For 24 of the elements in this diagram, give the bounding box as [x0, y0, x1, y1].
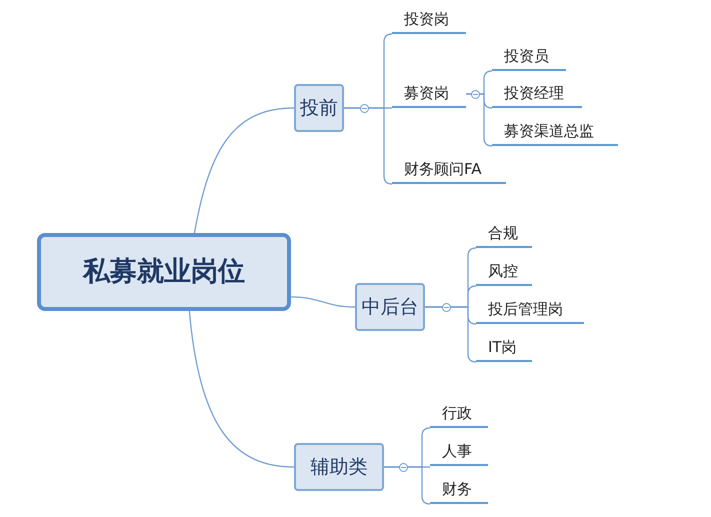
connector-line: [344, 107, 393, 185]
topic-box: 投前: [294, 84, 344, 132]
subtopic-label: 募资渠道总监: [492, 118, 618, 146]
connector-line: [188, 310, 294, 468]
subtopic-label: 投后管理岗: [476, 296, 584, 324]
connector-line: [194, 107, 294, 234]
subtopic-label: 合规: [476, 220, 532, 248]
subtopic-label: 风控: [476, 258, 532, 286]
subtopic-label: 财务顾问FA: [392, 156, 506, 184]
subtopic-label: 募资岗: [392, 80, 466, 108]
subtopic-label: 投资员: [492, 43, 566, 71]
connector-line: [290, 296, 356, 308]
subtopic-label: IT岗: [476, 334, 532, 362]
topic-box: 中后台: [355, 283, 425, 331]
connector-line: [425, 306, 477, 363]
subtopic-label: 投资经理: [492, 80, 582, 108]
subtopic-label: 投资岗: [392, 6, 466, 34]
subtopic-label: 人事: [430, 438, 488, 466]
subtopic-label: 行政: [430, 400, 488, 428]
central-topic-box: 私募就业岗位: [37, 233, 291, 311]
topic-box: 辅助类: [294, 443, 384, 491]
subtopic-label: 财务: [430, 476, 488, 504]
connector-line: [466, 93, 493, 147]
connector-line: [384, 466, 431, 505]
